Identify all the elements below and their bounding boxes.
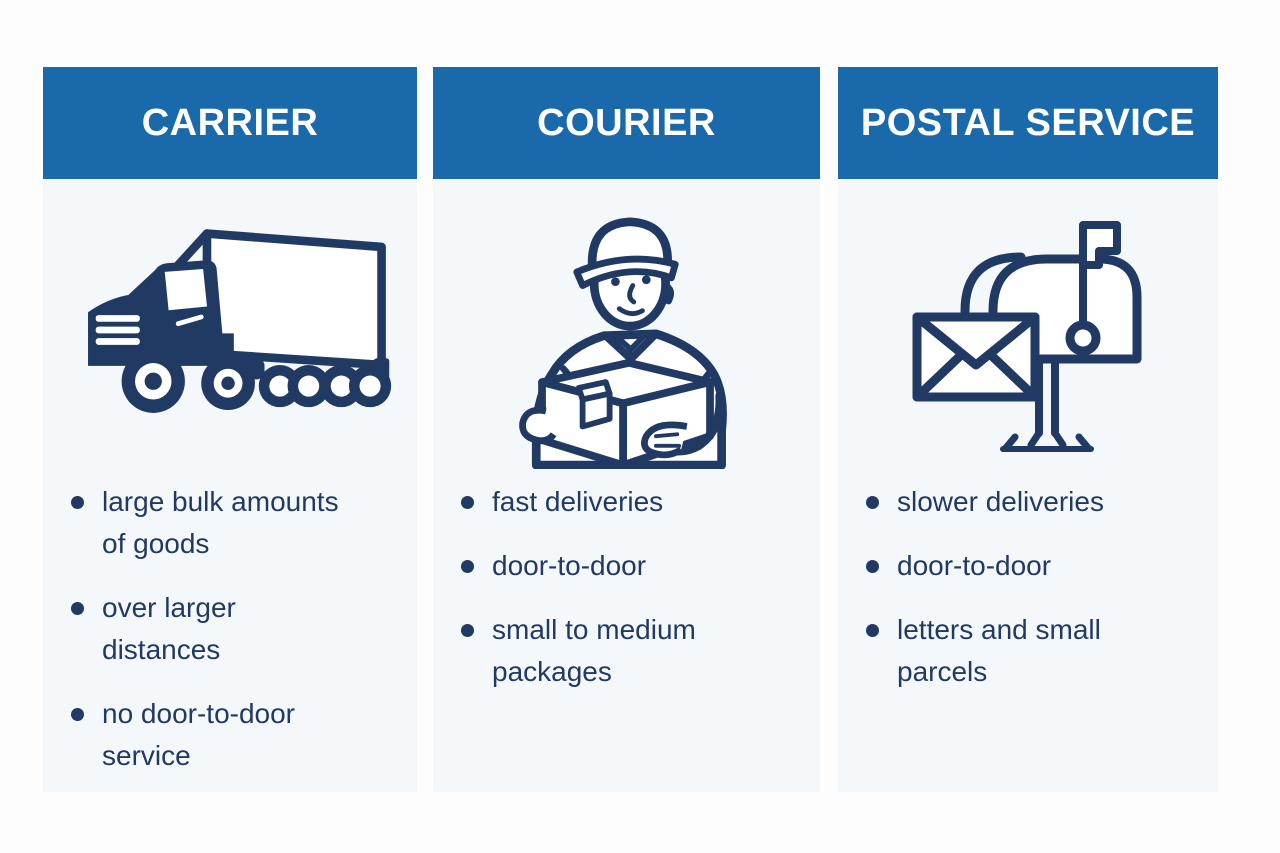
bullet-label: door-to-door	[492, 550, 647, 581]
bullet-label: slower deliveries	[897, 486, 1104, 517]
column-header-courier: COURIER	[433, 67, 820, 179]
column-panel-courier: fast deliveries door-to-door small to me…	[433, 179, 820, 792]
bullet-label: no door-to-door service	[102, 698, 296, 771]
bullet-label: letters and small parcels	[897, 614, 1101, 687]
column-header-carrier: CARRIER	[43, 67, 417, 179]
bullet-item: slower deliveries	[866, 481, 1194, 523]
column-carrier: CARRIER	[43, 67, 417, 792]
column-header-postal-service: POSTAL SERVICE	[838, 67, 1218, 179]
courier-icon	[433, 179, 820, 479]
bullet-dot	[866, 624, 879, 637]
bullet-dot	[461, 624, 474, 637]
bullet-label: door-to-door	[897, 550, 1052, 581]
truck-icon	[43, 179, 417, 479]
bullet-dot	[866, 560, 879, 573]
bullet-item: large bulk amounts of goods	[71, 481, 393, 565]
bullet-dot	[461, 560, 474, 573]
column-panel-carrier: large bulk amounts of goods over larger …	[43, 179, 417, 792]
mailbox-icon	[838, 179, 1218, 479]
bullet-list-courier: fast deliveries door-to-door small to me…	[433, 479, 820, 715]
bullet-dot	[71, 602, 84, 615]
bullet-item: letters and small parcels	[866, 609, 1194, 693]
bullet-dot	[866, 496, 879, 509]
bullet-item: no door-to-door service	[71, 693, 393, 777]
bullet-list-carrier: large bulk amounts of goods over larger …	[43, 479, 417, 799]
bullet-item: small to medium packages	[461, 609, 796, 693]
bullet-dot	[71, 708, 84, 721]
bullet-label: large bulk amounts of goods	[102, 486, 339, 559]
bullet-item: door-to-door	[461, 545, 796, 587]
bullet-item: over larger distances	[71, 587, 393, 671]
bullet-dot	[71, 496, 84, 509]
column-panel-postal-service: slower deliveries door-to-door letters a…	[838, 179, 1218, 792]
bullet-label: over larger distances	[102, 592, 236, 665]
column-postal-service: POSTAL SERVICE	[838, 67, 1218, 792]
bullet-label: small to medium packages	[492, 614, 696, 687]
bullet-list-postal-service: slower deliveries door-to-door letters a…	[838, 479, 1218, 715]
column-courier: COURIER	[433, 67, 820, 792]
bullet-label: fast deliveries	[492, 486, 664, 517]
bullet-item: fast deliveries	[461, 481, 796, 523]
bullet-item: door-to-door	[866, 545, 1194, 587]
bullet-dot	[461, 496, 474, 509]
